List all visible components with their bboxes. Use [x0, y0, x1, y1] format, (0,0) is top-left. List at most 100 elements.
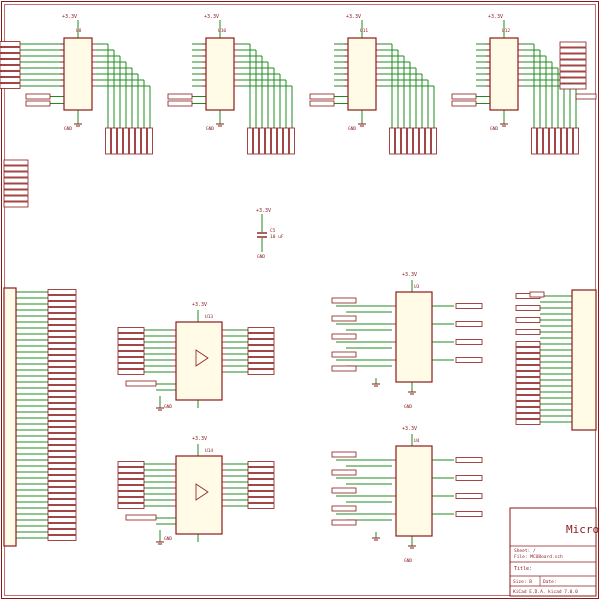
net-label — [47, 379, 77, 385]
net-label — [247, 357, 275, 363]
net-label — [515, 383, 541, 389]
net-label — [47, 403, 77, 409]
net-label — [515, 401, 541, 407]
net-label — [47, 361, 77, 367]
top-latch-2: +3.3V U10 GND — [204, 14, 226, 132]
net-label — [455, 457, 483, 463]
net-label — [277, 127, 283, 155]
net-label — [135, 127, 141, 155]
net-label — [309, 100, 335, 107]
net-label — [265, 127, 271, 155]
mux-1: +3.3V U3 GND — [402, 272, 420, 410]
net-label — [289, 127, 295, 155]
net-label — [47, 373, 77, 379]
top-latch-4: +3.3V U12 GND — [488, 14, 510, 132]
ic-body — [175, 455, 223, 535]
title-size-label: Size: B — [513, 579, 532, 585]
net-label — [47, 505, 77, 511]
latch-ref: U8 — [76, 28, 82, 34]
net-label — [247, 345, 275, 351]
net-label — [515, 329, 541, 335]
net-label — [47, 325, 77, 331]
net-label — [117, 351, 145, 357]
net-label — [47, 391, 77, 397]
net-label — [331, 333, 357, 340]
top-latch-1: +3.3V U8 GND — [62, 14, 82, 132]
net-label — [117, 369, 145, 375]
net-label — [125, 514, 157, 521]
net-label — [47, 367, 77, 373]
net-label — [247, 491, 275, 497]
buffer-power: +3.3V — [192, 302, 207, 308]
wire-layer — [16, 20, 577, 546]
net-label — [3, 159, 29, 166]
buffer-1: +3.3V U13 GND — [164, 302, 213, 410]
net-label — [515, 377, 541, 383]
net-label — [331, 505, 357, 512]
net-label — [309, 93, 335, 100]
net-label — [0, 77, 21, 83]
net-label — [47, 421, 77, 427]
net-label — [117, 479, 145, 485]
net-label — [47, 469, 77, 475]
net-label — [389, 127, 395, 155]
net-label — [247, 473, 275, 479]
net-label — [125, 380, 157, 387]
latch-power: +3.3V — [204, 14, 219, 20]
decoupling-capacitor: +3.3V C5 10 uF GND — [256, 208, 284, 260]
buffer-gnd: GND — [164, 404, 172, 410]
buffer-triangle — [195, 349, 209, 367]
net-label — [575, 93, 597, 100]
cap-ref: C5 — [270, 228, 276, 234]
ic-body — [347, 37, 377, 111]
net-label — [515, 365, 541, 371]
net-label — [47, 337, 77, 343]
net-label — [531, 127, 537, 155]
net-label — [47, 463, 77, 469]
net-label — [283, 127, 289, 155]
component-layer — [3, 37, 597, 549]
net-label — [253, 127, 259, 155]
net-label — [117, 333, 145, 339]
latch-ref: U12 — [502, 28, 510, 34]
ic-body — [395, 291, 433, 383]
net-label — [395, 127, 401, 155]
net-label — [0, 59, 21, 65]
net-label — [331, 365, 357, 372]
latch-power: +3.3V — [488, 14, 503, 20]
net-label — [559, 83, 587, 90]
net-label — [543, 127, 549, 155]
net-label — [47, 319, 77, 325]
net-label — [559, 47, 587, 54]
net-label — [117, 461, 145, 467]
net-label — [47, 433, 77, 439]
net-label — [561, 127, 567, 155]
net-label — [559, 41, 587, 48]
net-label — [247, 485, 275, 491]
net-label — [117, 497, 145, 503]
net-label — [117, 467, 145, 473]
net-label — [47, 385, 77, 391]
net-label — [515, 305, 541, 311]
buffer-power: +3.3V — [192, 436, 207, 442]
mux-power: +3.3V — [402, 426, 417, 432]
net-label — [3, 183, 29, 190]
net-label — [47, 409, 77, 415]
net-label — [47, 307, 77, 313]
net-label — [47, 457, 77, 463]
buffer-2: +3.3V U14 GND — [164, 436, 213, 542]
net-label — [407, 127, 413, 155]
net-label — [47, 487, 77, 493]
title-block-title: MicroC — [566, 523, 600, 536]
net-label — [47, 535, 77, 541]
net-label — [47, 439, 77, 445]
buffer-triangle — [195, 483, 209, 501]
latch-gnd: GND — [206, 126, 214, 132]
net-label — [117, 327, 145, 333]
net-label — [567, 127, 573, 155]
net-label — [0, 71, 21, 77]
net-label — [247, 479, 275, 485]
title-title-label: Title: — [514, 566, 532, 572]
connector-body — [3, 287, 17, 547]
